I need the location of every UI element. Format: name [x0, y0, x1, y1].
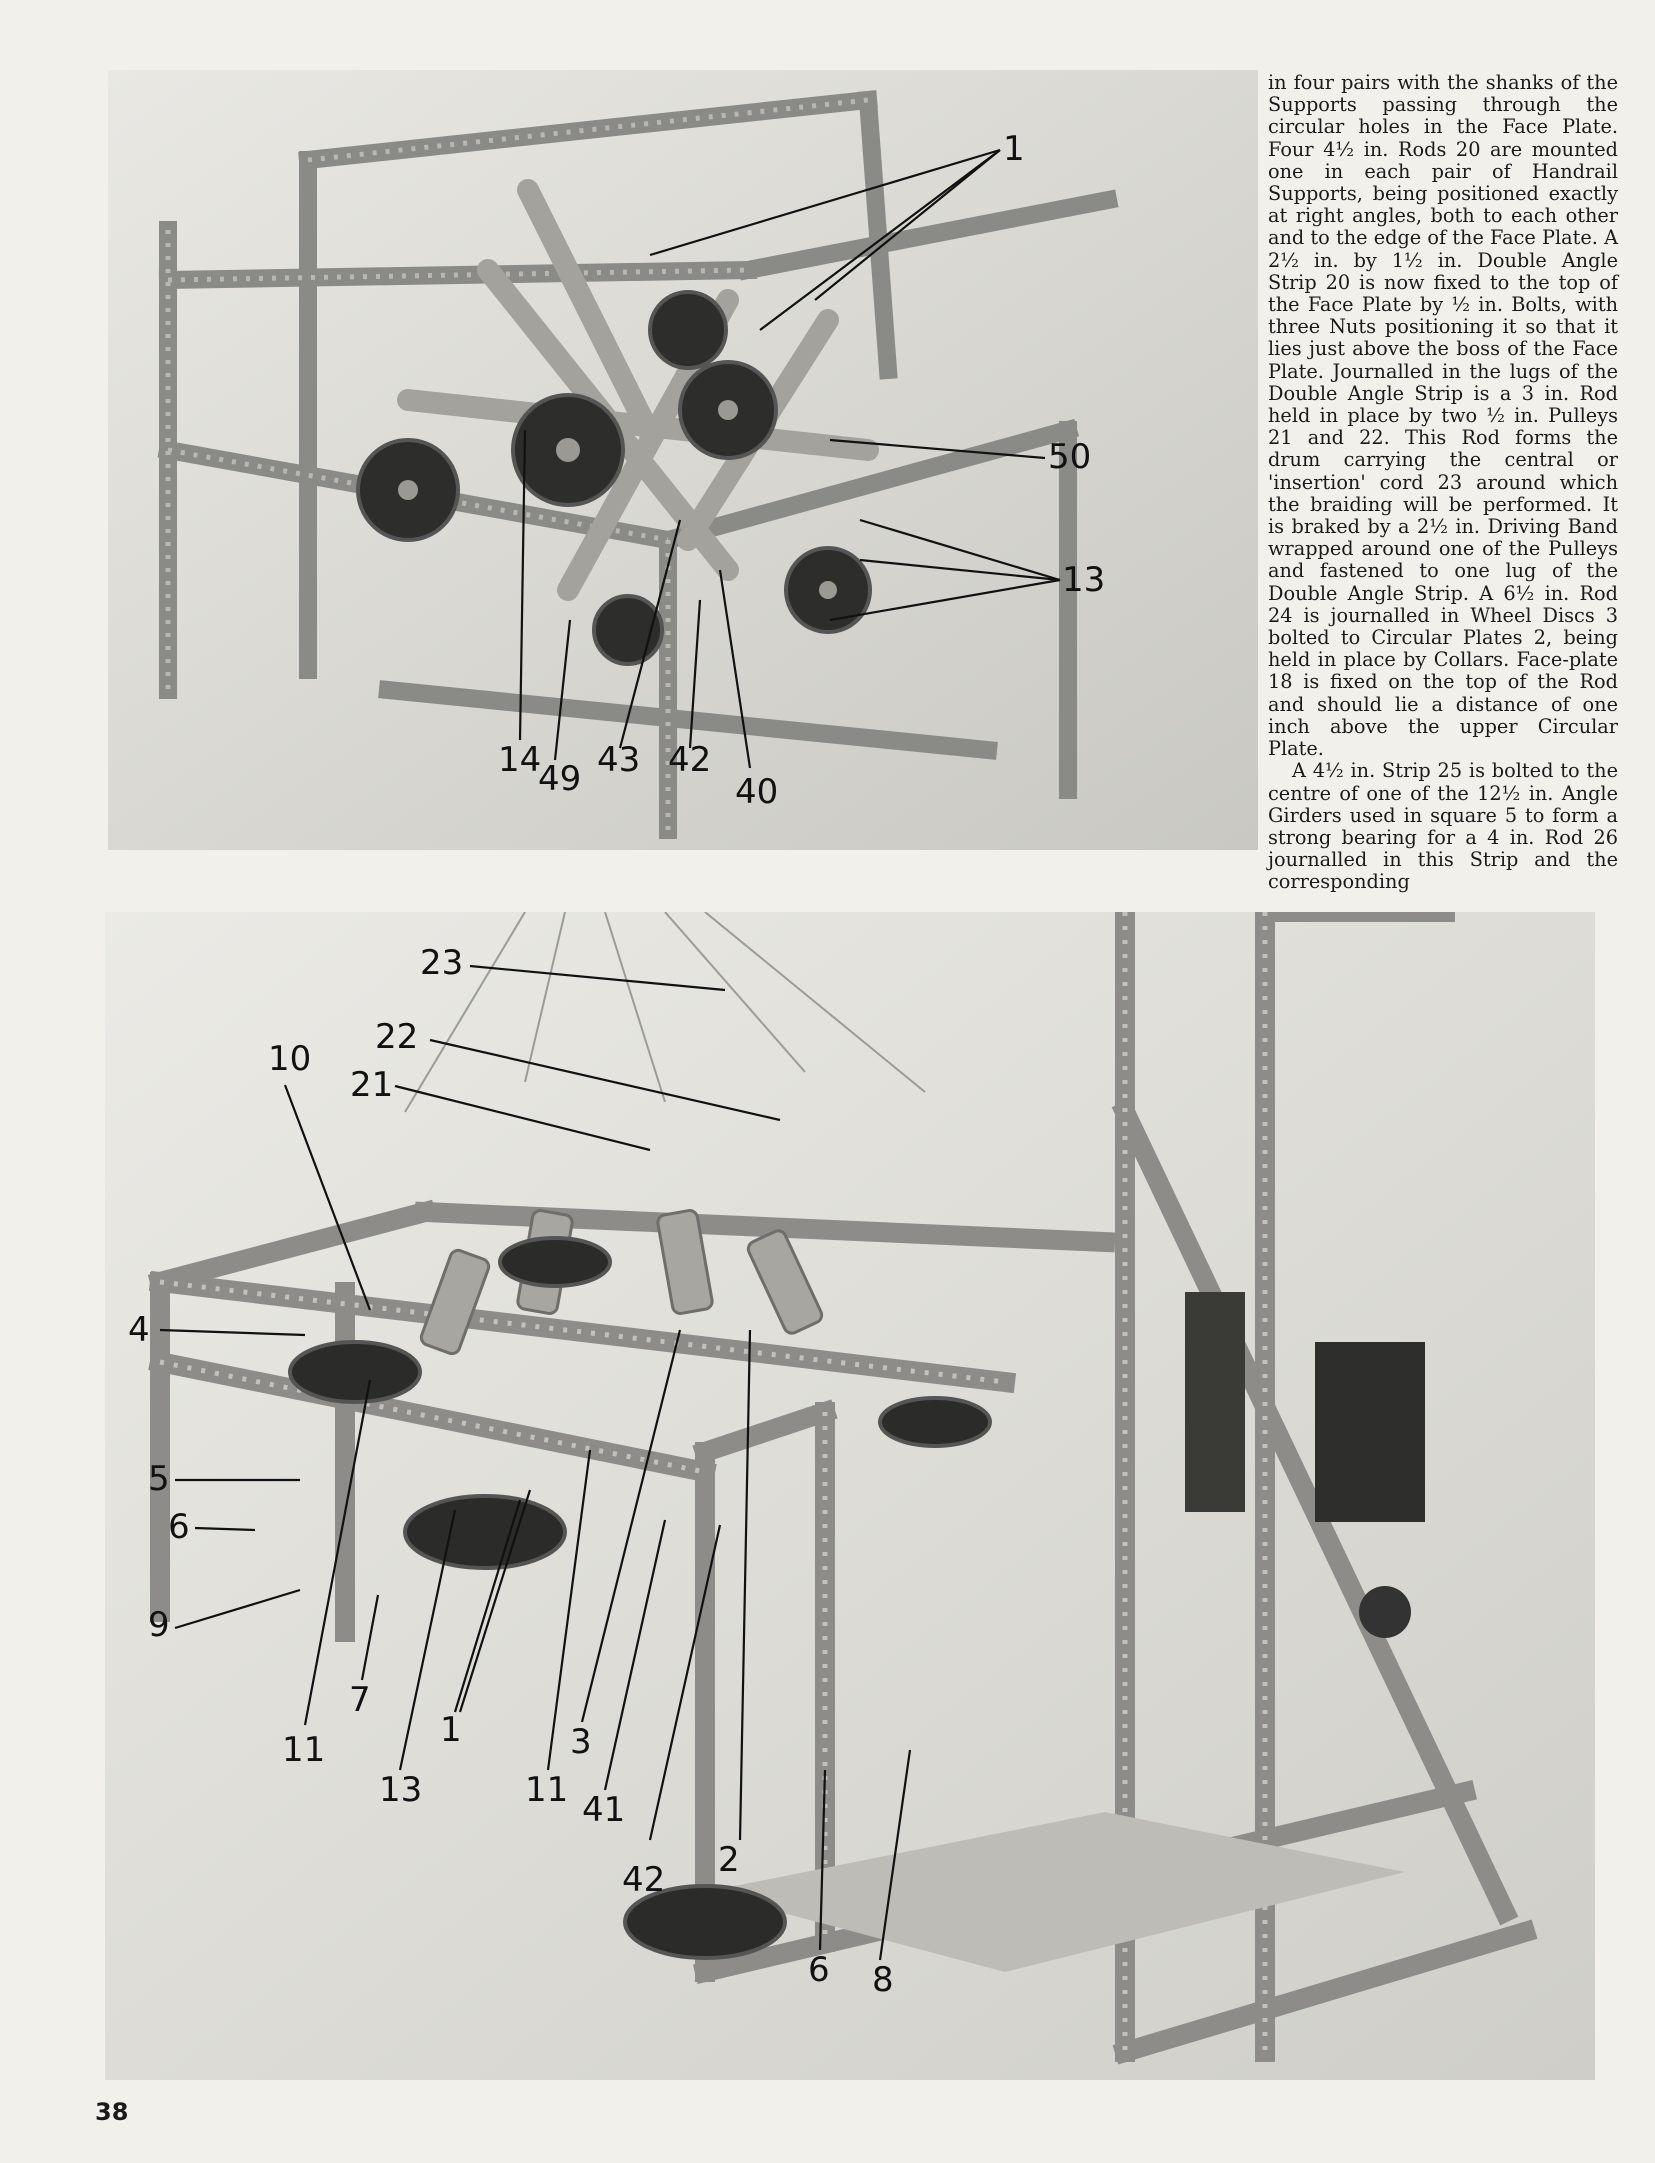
photo-bottom-illustration	[105, 912, 1595, 2080]
callout-bottom-10: 10	[268, 1039, 312, 1079]
article-text-column: in four pairs with the shanks of the Sup…	[1268, 71, 1618, 894]
callout-bottom-5: 5	[148, 1459, 170, 1499]
photo-braiding-machine-side	[105, 912, 1595, 2080]
callout-top-13: 13	[1062, 560, 1106, 600]
page-number: 38	[95, 2098, 129, 2126]
callout-bottom-6b: 6	[808, 1950, 830, 1990]
callout-top-49: 49	[538, 759, 582, 799]
callout-bottom-4: 4	[128, 1310, 150, 1350]
callout-bottom-6: 6	[168, 1507, 190, 1547]
callout-bottom-9: 9	[148, 1605, 170, 1645]
callout-top-50: 50	[1048, 437, 1092, 477]
callout-bottom-7: 7	[349, 1680, 371, 1720]
callout-bottom-3: 3	[570, 1722, 592, 1762]
callout-top-14: 14	[498, 740, 542, 780]
callout-bottom-42: 42	[622, 1860, 666, 1900]
callout-bottom-22: 22	[375, 1017, 419, 1057]
callout-bottom-11b: 11	[525, 1770, 569, 1810]
callout-bottom-13: 13	[379, 1770, 423, 1810]
callout-top-40: 40	[735, 772, 779, 812]
callout-bottom-41: 41	[582, 1790, 626, 1830]
callout-bottom-21: 21	[350, 1065, 394, 1105]
article-paragraph: in four pairs with the shanks of the Sup…	[1268, 71, 1618, 761]
article-paragraph: A 4½ in. Strip 25 is bolted to the centr…	[1268, 759, 1618, 894]
callout-bottom-11a: 11	[282, 1730, 326, 1770]
callout-top-42: 42	[668, 740, 712, 780]
callout-bottom-8: 8	[872, 1960, 894, 2000]
callout-bottom-1: 1	[440, 1710, 462, 1750]
callout-bottom-23: 23	[420, 943, 464, 983]
callout-bottom-2: 2	[718, 1840, 740, 1880]
callout-top-1: 1	[1003, 129, 1025, 169]
callout-top-43: 43	[597, 740, 641, 780]
